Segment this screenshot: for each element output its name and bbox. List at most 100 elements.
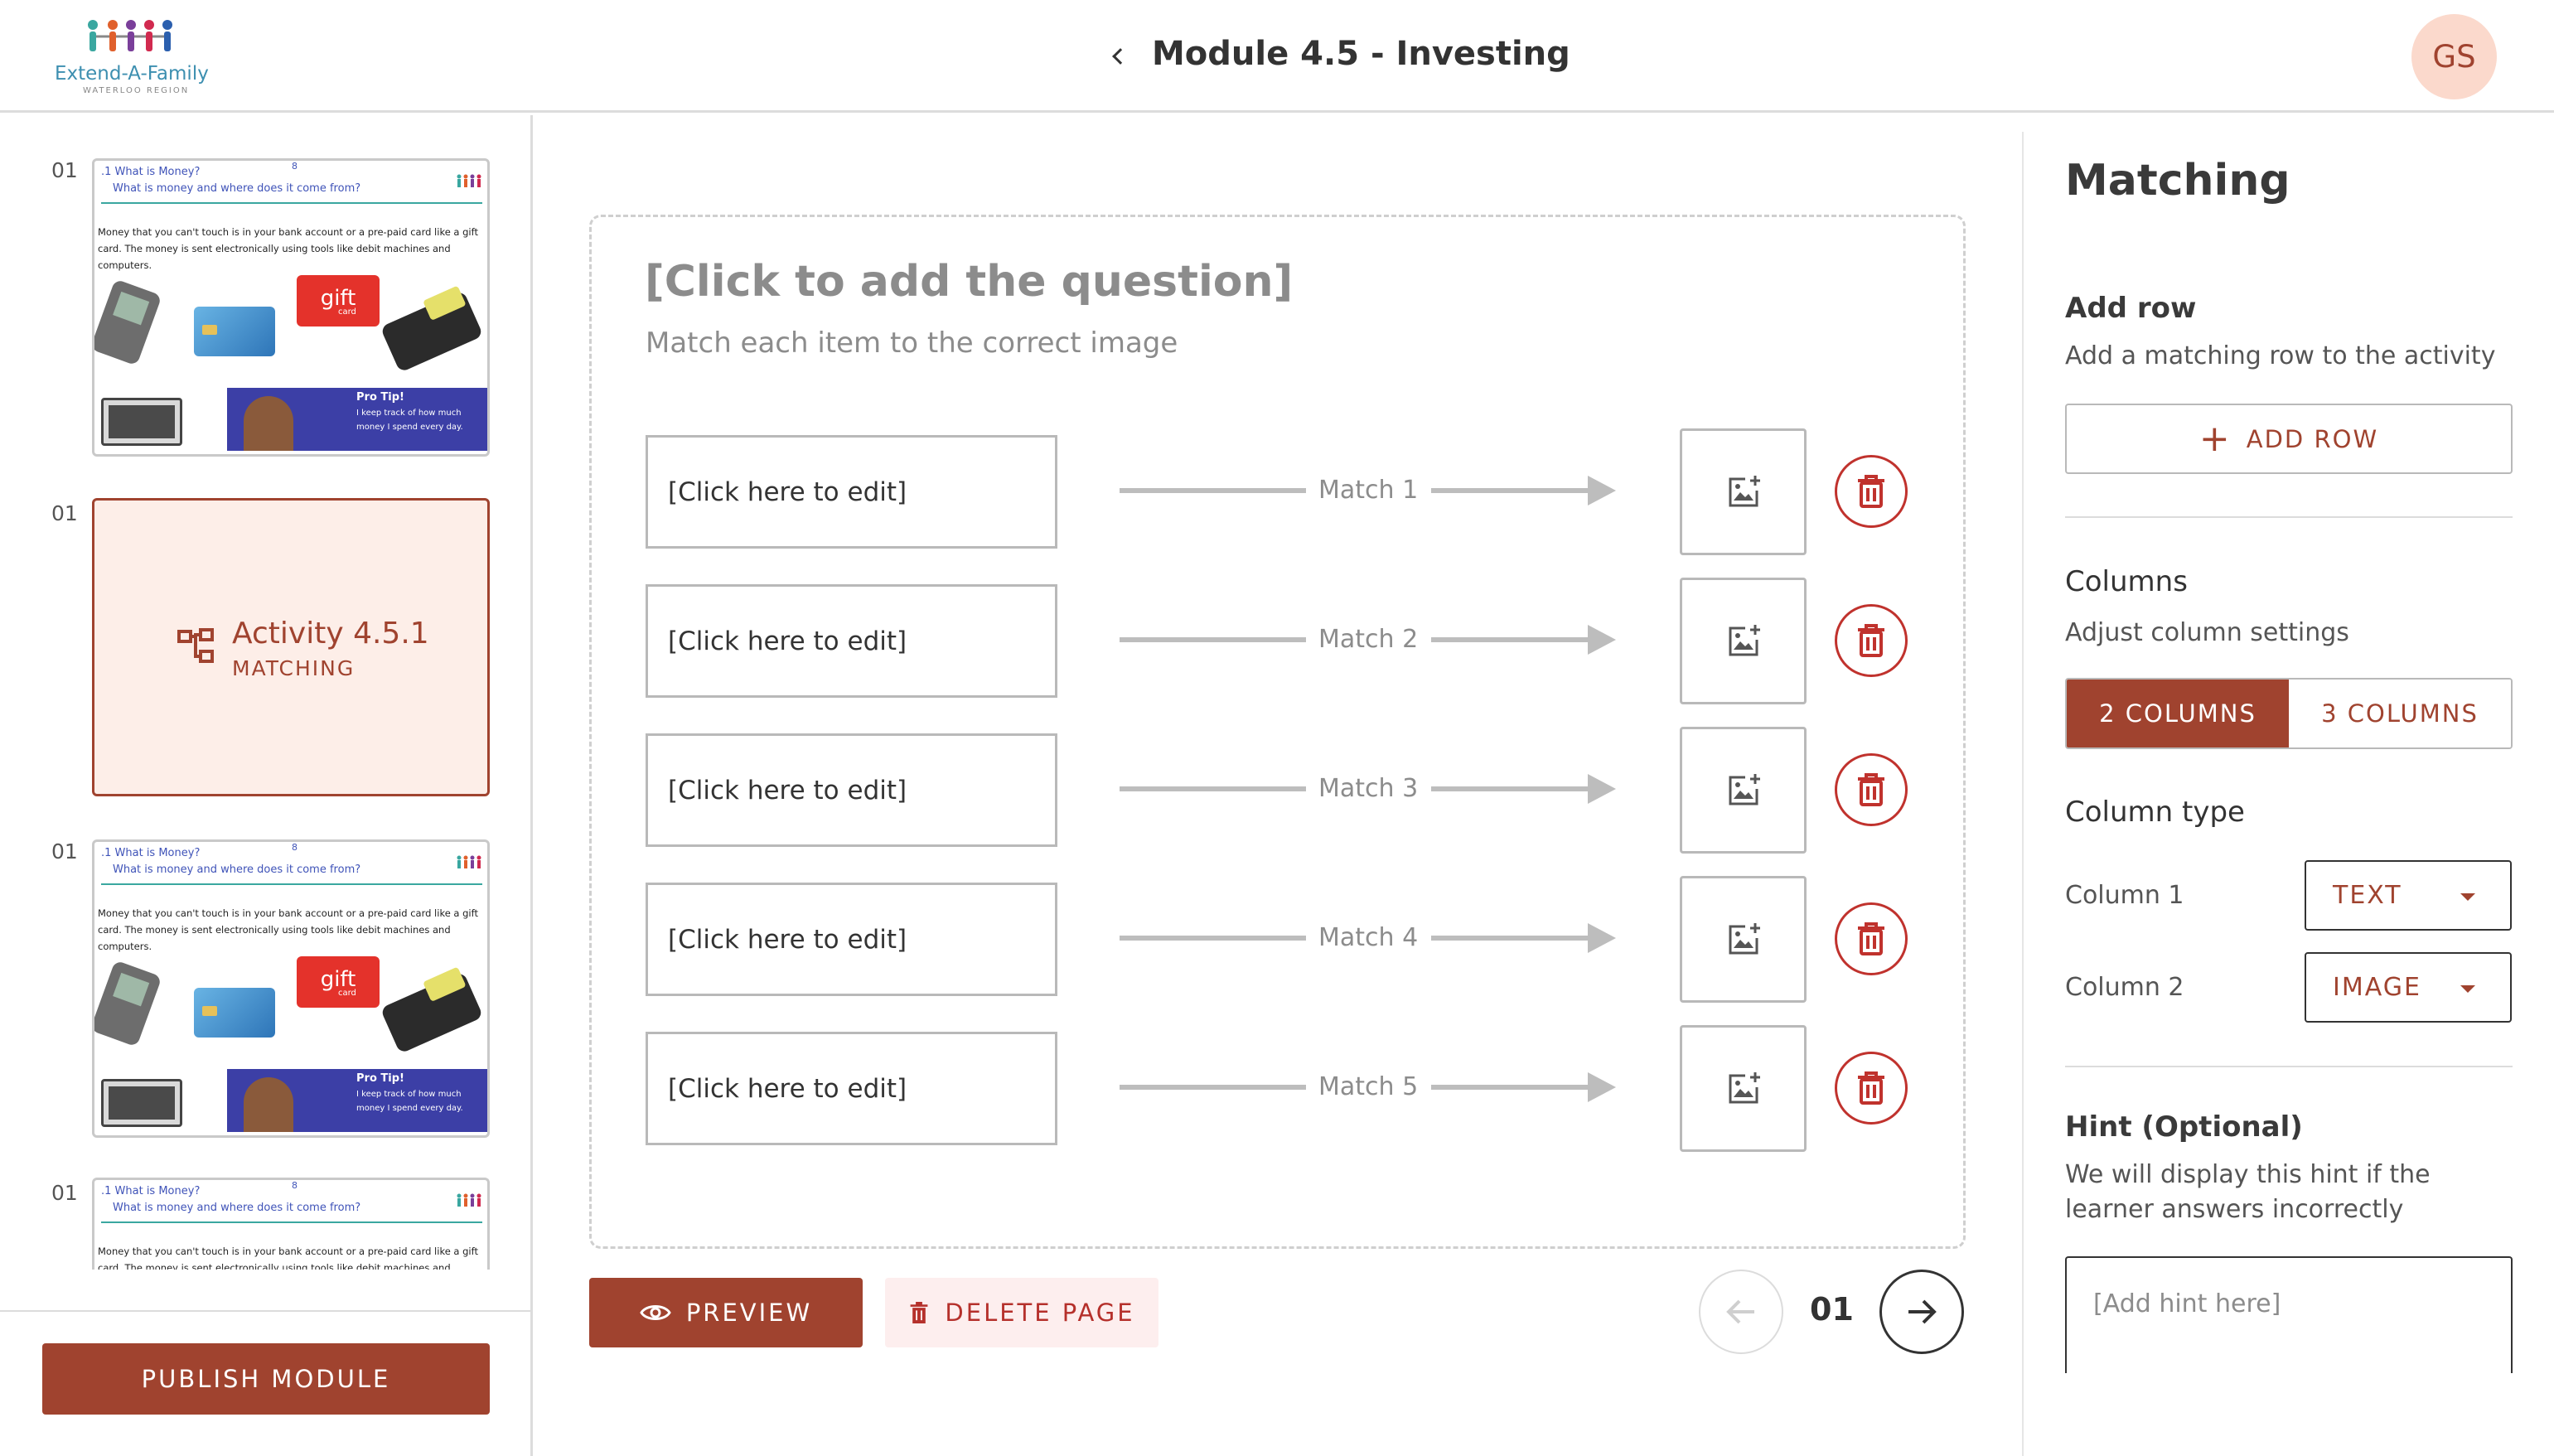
- pro-tip-title: Pro Tip!: [356, 1072, 404, 1085]
- module-title: Module 4.5 - Investing: [1152, 35, 1570, 73]
- trash-icon: [1858, 624, 1884, 657]
- debit-machine-image: [380, 290, 484, 373]
- add-image-icon: [1729, 475, 1760, 506]
- slide-logo-icon: [457, 855, 481, 868]
- match-connector-line: [1431, 637, 1605, 642]
- arrow-left-icon: [1726, 1299, 1754, 1324]
- slide-title: .1 What is Money?: [101, 166, 201, 178]
- gift-card-sublabel: card: [338, 989, 356, 998]
- add-image-button[interactable]: [1680, 876, 1807, 1003]
- page-thumbnail[interactable]: .1 What is Money? 8 What is money and wh…: [92, 158, 490, 457]
- slide-page-number: 8: [292, 1180, 297, 1191]
- match-connector-line: [1431, 1085, 1605, 1090]
- slide-subtitle: What is money and where does it come fro…: [113, 182, 361, 195]
- add-image-icon: [1729, 773, 1760, 805]
- gift-card-label: gift: [320, 967, 356, 992]
- activity-canvas: [589, 215, 1966, 1249]
- activity-type: MATCHING: [232, 656, 356, 680]
- slide-page-number: 8: [292, 161, 297, 172]
- page-thumbnail[interactable]: .1 What is Money? 8 What is money and wh…: [92, 1178, 490, 1270]
- slide-logo-icon: [457, 1193, 481, 1207]
- question-title-placeholder[interactable]: [Click to add the question]: [645, 257, 1294, 307]
- sidebar-divider: [0, 1310, 530, 1312]
- column-2-type-select[interactable]: IMAGE: [2305, 952, 2512, 1023]
- add-image-button[interactable]: [1680, 578, 1807, 704]
- match-item-text-field[interactable]: [Click here to edit]: [646, 1032, 1057, 1145]
- match-item-text-field[interactable]: [Click here to edit]: [646, 733, 1057, 847]
- publish-module-button[interactable]: PUBLISH MODULE: [42, 1343, 490, 1415]
- match-connector-line: [1431, 488, 1605, 493]
- bank-card-image: [194, 988, 275, 1038]
- organization-logo[interactable]: Extend-A-Family WATERLOO REGION: [50, 15, 215, 98]
- arrow-head-icon: [1588, 625, 1616, 655]
- delete-row-button[interactable]: [1835, 455, 1908, 528]
- match-connector-line: [1120, 786, 1306, 791]
- page-thumbnails-sidebar: 01 .1 What is Money? 8 What is money and…: [0, 115, 533, 1456]
- back-chevron-icon[interactable]: [1105, 38, 1135, 75]
- column-2-label: Column 2: [2065, 973, 2184, 1002]
- delete-row-button[interactable]: [1835, 902, 1908, 975]
- page-thumbnail[interactable]: .1 What is Money? 8 What is money and wh…: [92, 839, 490, 1138]
- page-number: 01: [51, 158, 78, 182]
- add-image-button[interactable]: [1680, 727, 1807, 854]
- pro-tip-banner: Pro Tip! I keep track of how much money …: [227, 1069, 487, 1132]
- user-avatar[interactable]: GS: [2411, 14, 2497, 99]
- delete-page-label: DELETE PAGE: [945, 1299, 1135, 1327]
- match-item-text-field[interactable]: [Click here to edit]: [646, 584, 1057, 698]
- arrow-head-icon: [1588, 923, 1616, 953]
- logo-subtitle: WATERLOO REGION: [83, 86, 190, 95]
- hint-heading: Hint (Optional): [2065, 1110, 2303, 1144]
- hint-description-line-1: We will display this hint if the: [2065, 1160, 2431, 1189]
- preview-label: PREVIEW: [685, 1299, 813, 1327]
- slide-body-text: Money that you can't touch is in your ba…: [98, 226, 478, 271]
- add-image-icon: [1729, 624, 1760, 655]
- next-page-button[interactable]: [1879, 1270, 1964, 1354]
- add-image-button[interactable]: [1680, 1025, 1807, 1152]
- match-item-text-field[interactable]: [Click here to edit]: [646, 435, 1057, 549]
- laptop-image: [101, 398, 182, 446]
- two-columns-option[interactable]: 2 COLUMNS: [2067, 680, 2289, 747]
- arrow-head-icon: [1588, 1072, 1616, 1102]
- match-label: Match 5: [1318, 1072, 1419, 1101]
- slide-subtitle: What is money and where does it come fro…: [113, 1202, 361, 1214]
- eye-icon: [640, 1305, 671, 1320]
- add-row-label: ADD ROW: [2246, 424, 2379, 453]
- match-label: Match 2: [1318, 625, 1419, 654]
- column-1-type-select[interactable]: TEXT: [2305, 860, 2512, 931]
- add-image-icon: [1729, 922, 1760, 954]
- delete-row-button[interactable]: [1835, 753, 1908, 826]
- panel-divider: [2065, 516, 2513, 518]
- add-row-button[interactable]: + ADD ROW: [2065, 404, 2513, 474]
- pro-tip-text: I keep track of how much money I spend e…: [356, 409, 463, 432]
- column-count-toggle[interactable]: 2 COLUMNS 3 COLUMNS: [2065, 678, 2513, 749]
- page-number: 01: [51, 501, 78, 525]
- trash-icon: [911, 1302, 928, 1323]
- current-page-number: 01: [1810, 1291, 1854, 1328]
- delete-row-button[interactable]: [1835, 604, 1908, 677]
- slide-divider: [101, 202, 482, 204]
- columns-heading: Columns: [2065, 565, 2188, 598]
- pro-tip-banner: Pro Tip! I keep track of how much money …: [227, 388, 487, 451]
- match-label: Match 3: [1318, 774, 1419, 803]
- laptop-image: [101, 1079, 182, 1127]
- add-row-description: Add a matching row to the activity: [2065, 341, 2496, 370]
- arrow-right-icon: [1908, 1299, 1937, 1324]
- delete-page-button[interactable]: DELETE PAGE: [885, 1278, 1158, 1347]
- preview-button[interactable]: PREVIEW: [589, 1278, 863, 1347]
- plus-icon: +: [2198, 417, 2232, 460]
- caret-down-icon: [2460, 893, 2475, 901]
- match-connector-line: [1120, 637, 1306, 642]
- activity-thumbnail-selected[interactable]: Activity 4.5.1 MATCHING: [92, 498, 490, 796]
- match-item-text-field[interactable]: [Click here to edit]: [646, 883, 1057, 996]
- hint-input[interactable]: [Add hint here]: [2065, 1256, 2513, 1373]
- add-image-button[interactable]: [1680, 428, 1807, 555]
- delete-row-button[interactable]: [1835, 1052, 1908, 1125]
- gift-card-label: gift: [320, 286, 356, 311]
- match-connector-line: [1120, 936, 1306, 941]
- match-connector-line: [1120, 1085, 1306, 1090]
- three-columns-option[interactable]: 3 COLUMNS: [2289, 680, 2511, 747]
- thumbnail-list[interactable]: 01 .1 What is Money? 8 What is money and…: [0, 115, 530, 1270]
- columns-description: Adjust column settings: [2065, 618, 2349, 647]
- previous-page-button[interactable]: [1699, 1270, 1783, 1354]
